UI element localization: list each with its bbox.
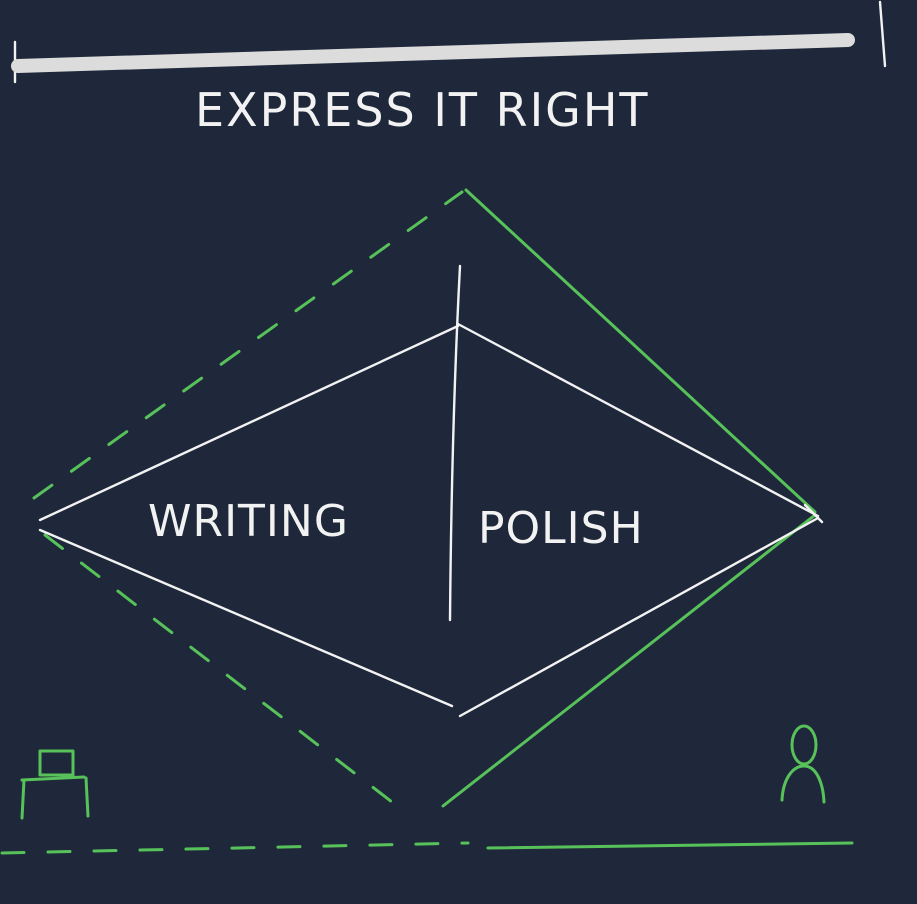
green-dashed-lower [43,533,407,814]
polish-label: POLISH [478,503,644,554]
ground-line [0,841,854,855]
green-dashed-upper [32,190,464,500]
desk-icon [20,749,90,820]
green-solid-lower [441,513,817,808]
diamond-outline [38,322,824,718]
green-solid-upper [464,188,817,514]
center-divider [448,264,462,622]
title: EXPRESS IT RIGHT [195,83,650,137]
person-icon [780,724,826,804]
writing-label: WRITING [148,496,349,547]
timeline-bar [11,0,887,84]
